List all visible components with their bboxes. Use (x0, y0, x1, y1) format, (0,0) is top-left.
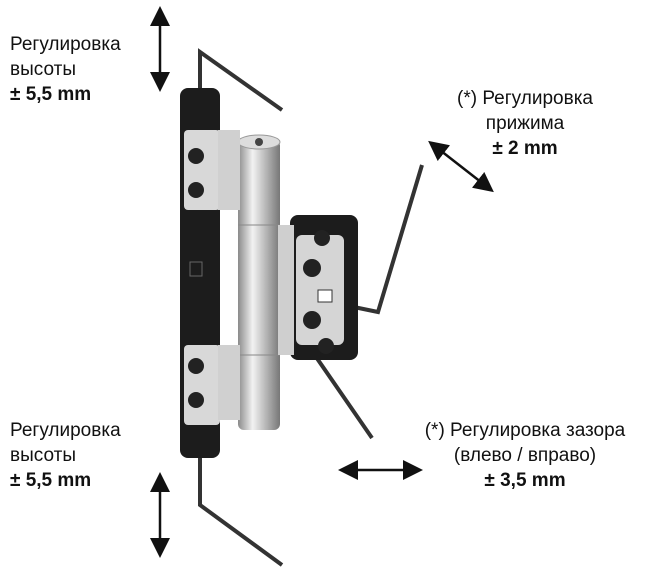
pressure-adjustment-label: (*) Регулировка прижима ± 2 mm (395, 86, 655, 161)
sash-plate (290, 215, 358, 360)
height-adjustment-bottom-label: Регулировка высоты ± 5,5 mm (10, 418, 121, 493)
label-line: высоты (10, 59, 76, 80)
label-value: ± 2 mm (492, 138, 558, 159)
label-line: прижима (485, 113, 565, 134)
frame-plate (180, 88, 220, 458)
hinge-barrel (218, 130, 294, 430)
pressure-arrow (428, 140, 494, 193)
label-line: (влево / вправо) (453, 445, 597, 466)
label-line: (*) Регулировка (457, 88, 593, 109)
label-value: ± 5,5 mm (10, 470, 92, 491)
label-value: ± 5,5 mm (10, 84, 92, 105)
label-line: Регулировка (10, 34, 121, 55)
label-line: (*) Регулировка зазора (424, 420, 626, 441)
height-adjustment-top-label: Регулировка высоты ± 5,5 mm (10, 32, 121, 107)
hex-key-bottom (198, 440, 284, 567)
label-line: Регулировка (10, 420, 121, 441)
gap-adjustment-label: (*) Регулировка зазора (влево / вправо) … (395, 418, 655, 493)
label-line: высоты (10, 445, 76, 466)
label-value: ± 3,5 mm (484, 470, 566, 491)
